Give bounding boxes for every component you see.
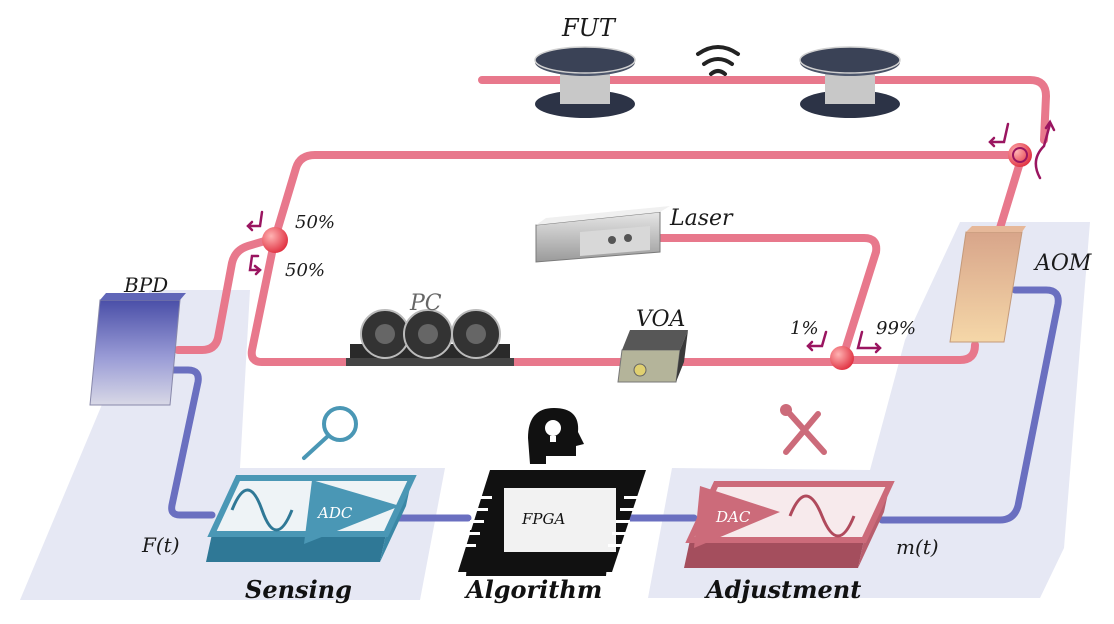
- adc-block: [206, 475, 417, 562]
- laser-device: [535, 206, 670, 263]
- aom-device: [949, 226, 1026, 343]
- dac-label: DAC: [715, 508, 751, 526]
- wrench-screwdriver-icon: [780, 404, 827, 455]
- sensing-caption: Sensing: [245, 575, 352, 604]
- fut-spool-right: [799, 46, 901, 118]
- algorithm-caption: Algorithm: [464, 575, 602, 604]
- fut-label: FUT: [561, 14, 617, 42]
- circulator: [1008, 143, 1032, 167]
- bpd-label: BPD: [123, 273, 168, 297]
- fpga-block: [458, 470, 646, 576]
- direction-arrows: [246, 119, 1056, 354]
- voa-label: VOA: [636, 307, 685, 332]
- coupler-50-50: [262, 227, 288, 253]
- tap-high-label: 99%: [876, 318, 916, 339]
- dac-block: [684, 481, 895, 568]
- electrical-wires: [164, 286, 1062, 524]
- signal-out-label: m(t): [896, 535, 939, 559]
- split-top-label: 50%: [295, 212, 335, 233]
- optical-fibers: [174, 76, 1050, 366]
- signal-in-label: F(t): [141, 533, 180, 557]
- polarization-controller: [346, 309, 514, 366]
- split-bottom-label: 50%: [285, 260, 325, 281]
- wireless-waves-icon: [696, 45, 740, 76]
- fpga-label: FPGA: [521, 510, 565, 528]
- bpd-device: [89, 293, 186, 406]
- laser-label: Laser: [669, 206, 734, 231]
- fut-spool-left: [534, 46, 636, 118]
- pc-label: PC: [409, 291, 442, 316]
- coupler-1-99: [830, 346, 854, 370]
- adc-label: ADC: [316, 504, 353, 522]
- aom-label: AOM: [1033, 251, 1092, 276]
- magnifier-icon: [302, 406, 358, 460]
- tap-low-label: 1%: [790, 318, 819, 339]
- voa-device: [617, 330, 688, 383]
- head-lightbulb-icon: [528, 408, 584, 464]
- adjustment-caption: Adjustment: [704, 575, 861, 604]
